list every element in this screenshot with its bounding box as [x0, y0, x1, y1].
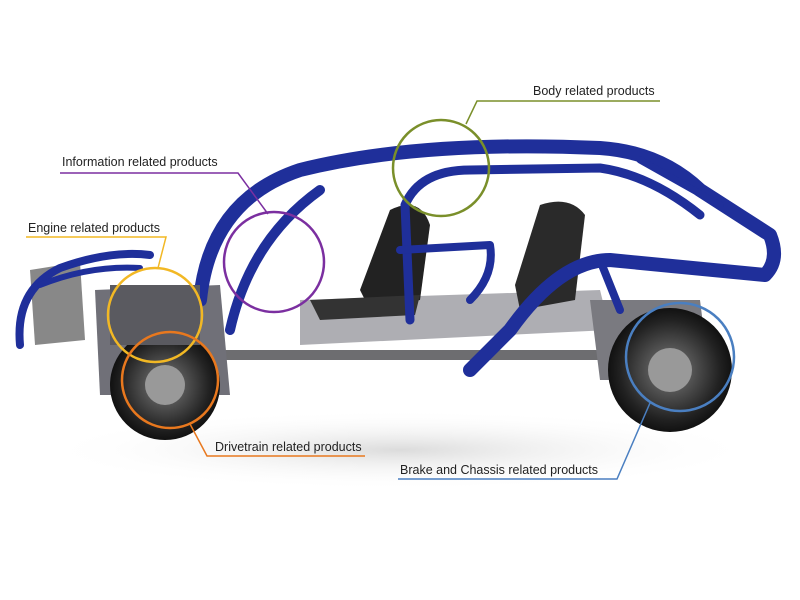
- engine-products-label[interactable]: Engine related products: [28, 221, 161, 235]
- drivetrain-products-label[interactable]: Drivetrain related products: [215, 440, 362, 454]
- ground-shadow: [40, 410, 760, 490]
- drivetrain-leader-line: [189, 423, 365, 457]
- rear-wheel: [608, 308, 732, 432]
- body-callout-circle: [391, 118, 491, 218]
- brake-leader-line: [398, 402, 651, 480]
- information-callout-circle: [222, 210, 326, 314]
- body-products-label[interactable]: Body related products: [533, 84, 655, 98]
- drivetrain-callout-circle: [120, 330, 220, 430]
- information-leader-line: [60, 172, 269, 215]
- engine-callout-circle: [106, 266, 204, 364]
- information-products-label[interactable]: Information related products: [62, 155, 218, 169]
- tube-frame: [15, 139, 781, 377]
- brake-chassis-products-label[interactable]: Brake and Chassis related products: [400, 463, 599, 477]
- engine-leader-line: [26, 236, 167, 269]
- body-leader-line: [465, 100, 660, 125]
- brake-callout-circle: [624, 301, 736, 413]
